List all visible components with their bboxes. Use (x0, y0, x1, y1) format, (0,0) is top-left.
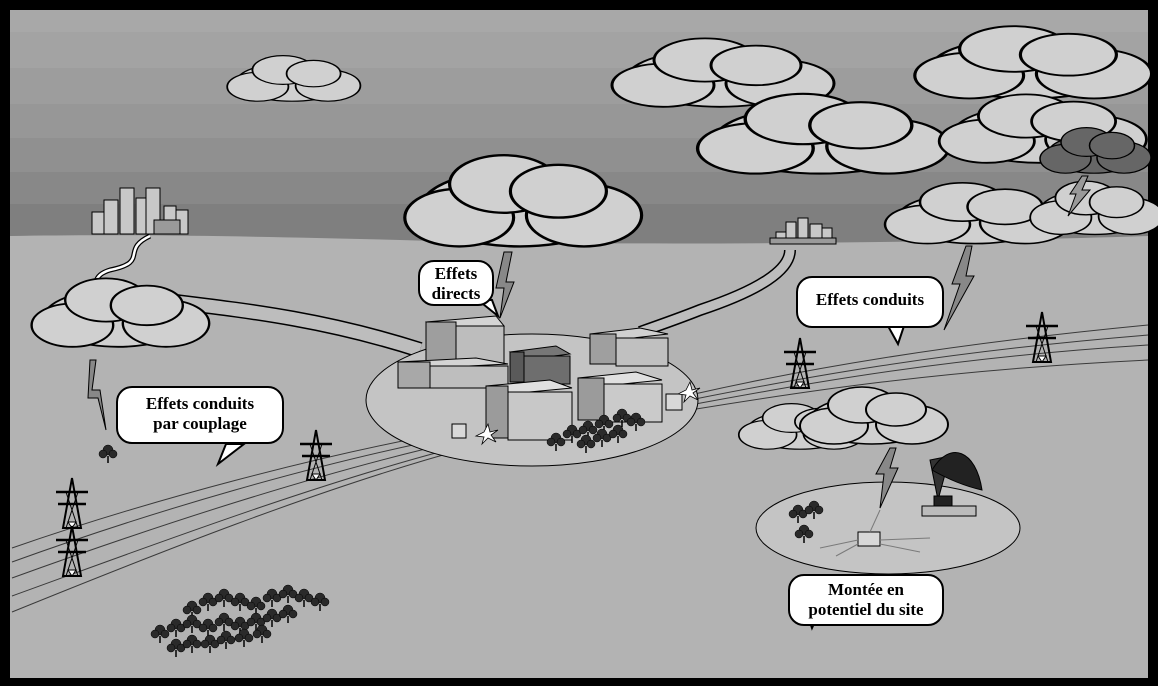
callout-effets-conduits-par-couplage: Effets conduits par couplage (116, 386, 284, 444)
callout-couplage-line2: par couplage (153, 414, 247, 433)
ground-current-marks (819, 509, 931, 557)
callout-effets-directs-line1: Effets (434, 264, 478, 283)
callout-effets-conduits-line1: Effets conduits (815, 290, 925, 309)
radar-dish-icon (857, 452, 983, 547)
callout-effets-directs: Effets directs (418, 260, 494, 306)
radar-site-zone (755, 481, 1021, 575)
lightning-bolts (87, 175, 1092, 509)
callout-effets-conduits: Effets conduits (796, 276, 944, 328)
callout-montee-line2: potentiel du site (808, 600, 924, 619)
callout-couplage-line1: Effets conduits (145, 394, 255, 413)
factory-buildings (397, 315, 683, 441)
city-right (769, 217, 837, 245)
city-left (91, 187, 189, 235)
callout-montee-line1: Montée en (827, 580, 904, 599)
spark-icons (474, 380, 701, 446)
callout-montee-en-potentiel: Montée en potentiel du site (788, 574, 944, 626)
callout-effets-directs-line2: directs (431, 284, 481, 303)
